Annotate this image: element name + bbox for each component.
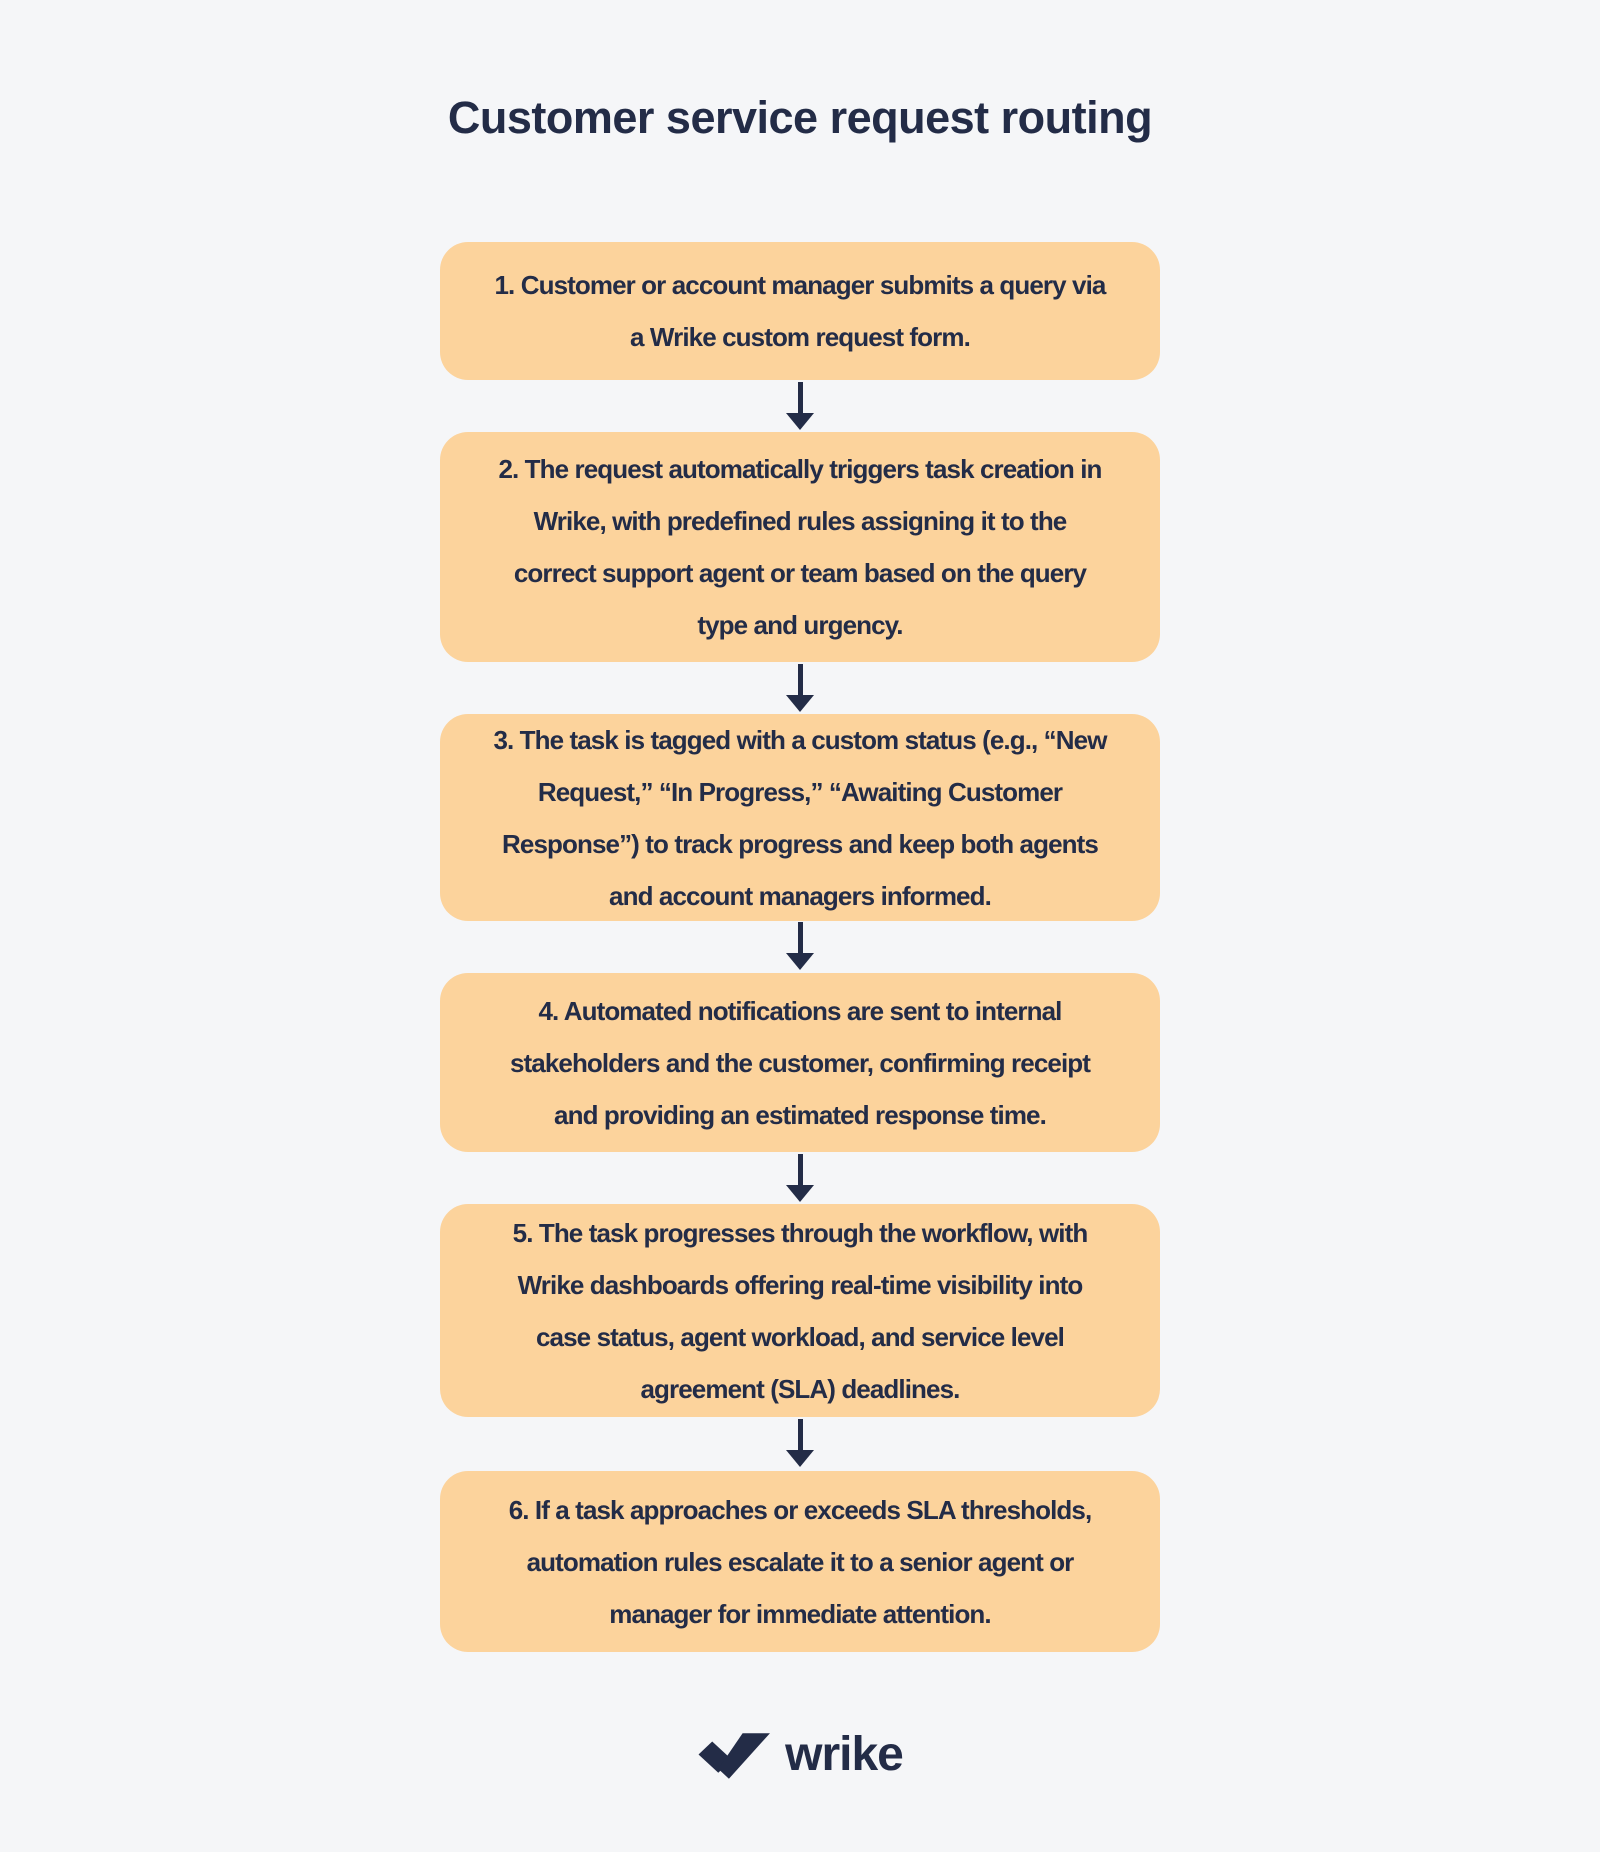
arrow-down-icon bbox=[786, 1419, 814, 1467]
wrike-wordmark: wrike bbox=[785, 1727, 904, 1781]
arrow-down-icon bbox=[786, 664, 814, 712]
step-box-2: 2. The request automatically triggers ta… bbox=[440, 432, 1160, 662]
arrow-down-icon bbox=[786, 382, 814, 430]
page-title: Customer service request routing bbox=[447, 92, 1153, 143]
step-box-1: 1. Customer or account manager submits a… bbox=[440, 242, 1160, 380]
step-5-text: 5. The task progresses through the workf… bbox=[512, 1217, 1089, 1404]
wrike-logo: wrike bbox=[0, 1716, 1600, 1796]
step-2-text: 2. The request automatically triggers ta… bbox=[498, 454, 1102, 640]
step-1-text: 1. Customer or account manager submits a… bbox=[494, 270, 1107, 352]
step-box-5: 5. The task progresses through the workf… bbox=[440, 1204, 1160, 1417]
step-6-text: 6. If a task approaches or exceeds SLA t… bbox=[508, 1494, 1093, 1629]
step-box-3: 3. The task is tagged with a custom stat… bbox=[440, 714, 1160, 921]
wrike-double-check-icon bbox=[698, 1733, 771, 1779]
arrow-down-icon bbox=[786, 1154, 814, 1202]
step-4-text: 4. Automated notifications are sent to i… bbox=[509, 995, 1091, 1130]
step-3-text: 3. The task is tagged with a custom stat… bbox=[493, 724, 1107, 911]
step-box-6: 6. If a task approaches or exceeds SLA t… bbox=[440, 1471, 1160, 1652]
step-box-4: 4. Automated notifications are sent to i… bbox=[440, 973, 1160, 1152]
arrow-down-icon bbox=[786, 922, 814, 970]
